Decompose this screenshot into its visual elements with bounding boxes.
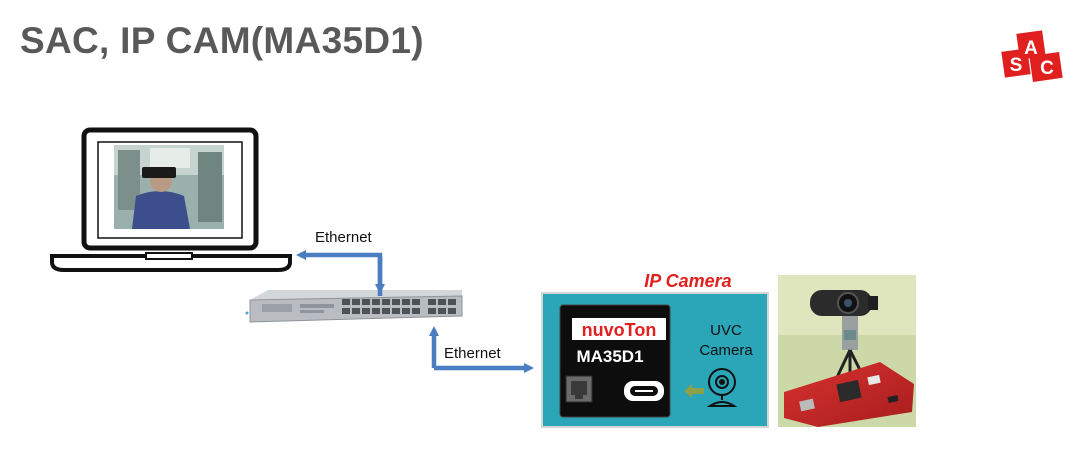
ip-camera-panel: nuvoTon MA35D1 UVC Camera <box>541 292 769 428</box>
laptop-screen-photo <box>114 145 224 229</box>
camera-label: Camera <box>699 342 753 359</box>
logo-letter-s: S <box>1010 55 1023 76</box>
page-title: SAC, IP CAM(MA35D1) <box>20 20 424 61</box>
webcam-icon <box>706 368 738 407</box>
usb-connection-arrow <box>684 384 704 398</box>
ethernet-label-lower: Ethernet <box>444 345 502 362</box>
nuvoton-badge <box>572 318 666 340</box>
hardware-photo <box>778 275 916 427</box>
ethernet-port-icon <box>565 375 593 403</box>
ethernet-label-upper: Ethernet <box>315 229 373 246</box>
network-switch-icon <box>245 290 463 323</box>
usb-c-port-icon <box>624 381 664 401</box>
ethernet-link-upper <box>296 250 385 296</box>
laptop-icon <box>50 127 292 272</box>
uvc-label: UVC <box>710 322 742 339</box>
sac-logo: A S C <box>1001 30 1063 82</box>
brand-label: nuvoTon <box>582 320 657 340</box>
logo-letter-c: C <box>1040 58 1054 79</box>
chip-label: MA35D1 <box>576 347 643 366</box>
logo-letter-a: A <box>1024 38 1038 59</box>
ip-camera-heading: IP Camera <box>644 271 731 291</box>
ethernet-link-lower <box>429 326 534 373</box>
